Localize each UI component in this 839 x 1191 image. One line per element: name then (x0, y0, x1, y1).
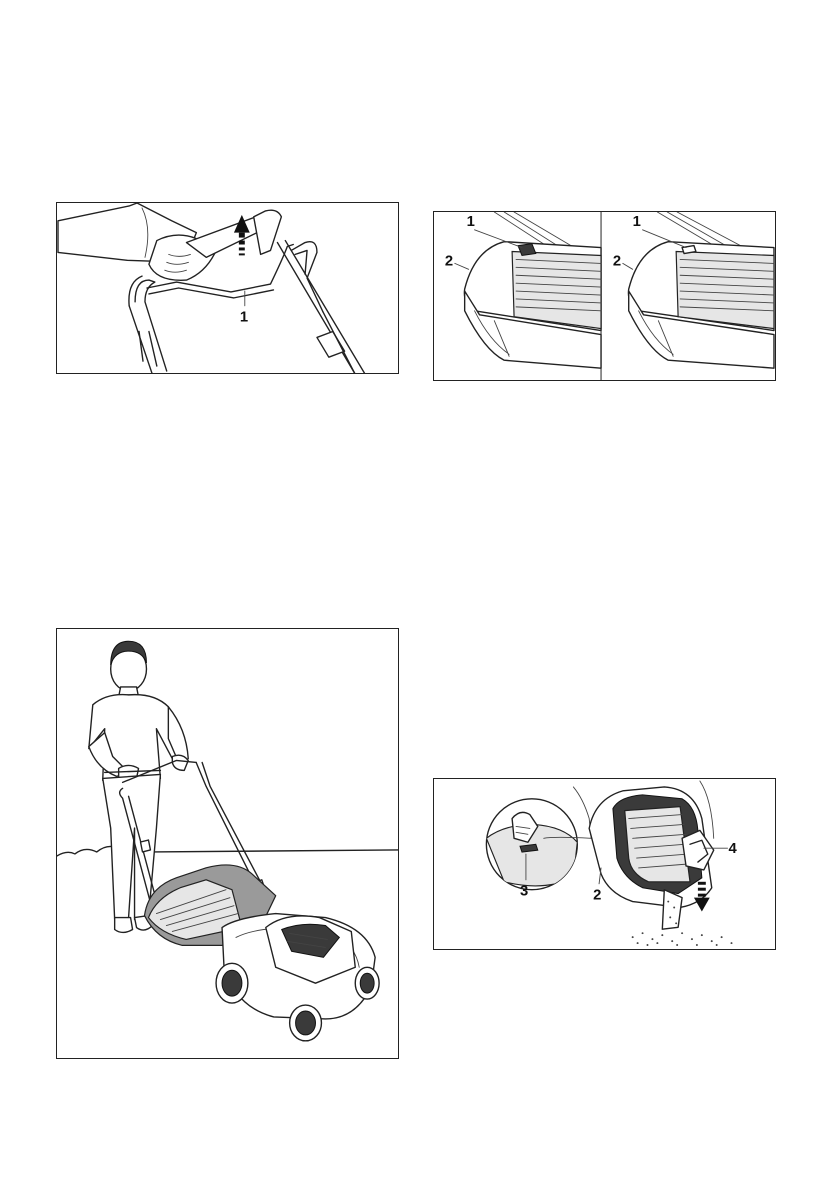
figure-emptying-catcher: 3 2 4 (433, 778, 776, 950)
figure-grass-indicator: 1 2 1 2 (433, 211, 776, 381)
figure-mowing-operator (56, 628, 399, 1059)
callout-handle: 3 (520, 884, 528, 900)
callout-catcher: 2 (593, 888, 601, 904)
callout-indicator-right: 1 (633, 214, 641, 230)
handle-lever-illustration: 1 (57, 203, 398, 373)
mowing-operator-illustration (57, 629, 398, 1058)
callout-rear-handle: 4 (729, 841, 738, 857)
callout-lever: 1 (240, 310, 248, 326)
indicator-panel-left: 1 2 (445, 212, 601, 368)
callout-catcher-left: 2 (445, 253, 453, 269)
callout-catcher-right: 2 (613, 253, 621, 269)
callout-indicator-left: 1 (467, 214, 475, 230)
indicator-panel-right: 1 2 (613, 212, 774, 368)
emptying-catcher-illustration: 3 2 4 (434, 779, 775, 949)
figure-handle-lever: 1 (56, 202, 399, 374)
grass-indicator-illustration: 1 2 1 2 (434, 212, 775, 380)
